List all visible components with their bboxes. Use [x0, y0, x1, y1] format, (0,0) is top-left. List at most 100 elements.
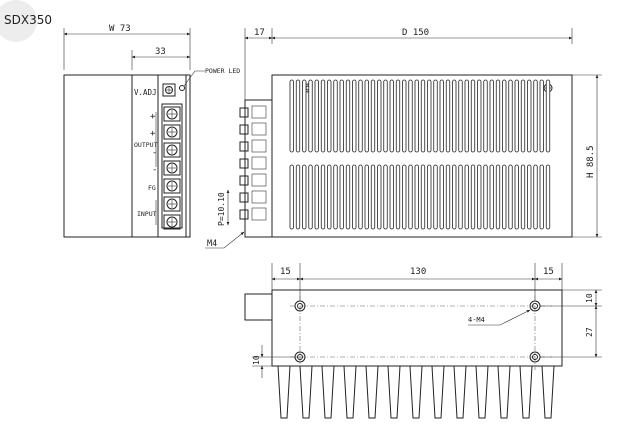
- terminal-screw: [163, 124, 181, 140]
- vent-slot: [402, 164, 407, 230]
- side-view: 17 D 150 H 88.5 P=10.10 M4: [205, 28, 602, 249]
- vent-slot: [295, 164, 301, 230]
- pitch-label: P=10.10: [217, 192, 226, 226]
- vent-slot: [470, 79, 476, 153]
- vent-slot: [314, 164, 319, 230]
- vent-slot: [445, 79, 451, 153]
- bottom-view: 15 130 15 4-M4 10 27 10: [244, 263, 602, 419]
- heatsink-fin: [343, 365, 357, 419]
- vent-slot: [302, 79, 307, 153]
- vent-slot: [520, 79, 526, 153]
- heatsink-fin: [453, 365, 467, 419]
- vent-slot: [445, 164, 451, 230]
- output-label: OUTPUT: [134, 141, 158, 149]
- vent-slot: [320, 164, 326, 230]
- vent-slot: [414, 164, 419, 230]
- vent-slot: [327, 164, 332, 230]
- heatsink-fin: [277, 365, 291, 419]
- terminal-screw: [163, 160, 181, 176]
- input-label: INPUT: [137, 210, 157, 218]
- vent-slot: [395, 79, 401, 153]
- vent-slot: [458, 79, 463, 153]
- vent-slot: [308, 164, 313, 230]
- side-terminal: [239, 107, 249, 118]
- vent-slot: [520, 164, 526, 230]
- vent-slot: [302, 164, 307, 230]
- bottom-plate-outline: [271, 289, 563, 367]
- heatsink-fin: [321, 365, 335, 419]
- terminal-screw: [163, 178, 181, 194]
- vent-slot: [452, 79, 457, 153]
- model-badge: [0, 0, 37, 42]
- vent-slot: [502, 164, 507, 230]
- heatsink-fin: [497, 365, 511, 419]
- vent-slot: [420, 164, 426, 230]
- vertical-spacing-label: 27: [585, 327, 594, 337]
- vent-slot: [289, 79, 294, 153]
- vent-slot: [508, 164, 513, 230]
- vent-slot: [439, 79, 444, 153]
- bottom-left-margin-label: 15: [280, 267, 291, 277]
- vent-slot: [377, 79, 382, 153]
- terminal-screw: [163, 196, 181, 212]
- heatsink-fin: [299, 365, 313, 419]
- vent-slot: [358, 164, 363, 230]
- mounting-holes: [294, 300, 541, 363]
- vent-slot: [314, 79, 319, 153]
- vent-slot: [527, 79, 532, 153]
- terminal-screw: [163, 142, 181, 158]
- vent-slot: [339, 79, 344, 153]
- top-offset-label: 10: [585, 293, 594, 303]
- fg-label: FG: [148, 184, 156, 192]
- vent-slot: [464, 164, 469, 230]
- vent-slot: [389, 79, 394, 153]
- vent-slot: [352, 79, 357, 153]
- bottom-terminal-stub: [244, 293, 273, 321]
- side-terminal: [239, 192, 249, 203]
- vent-slot: [545, 164, 551, 230]
- terminal-screw: [163, 214, 181, 230]
- heatsink-fin: [431, 365, 445, 419]
- vent-slot: [364, 79, 369, 153]
- hole-spacing-label: 130: [410, 267, 426, 277]
- vent-slot: [414, 79, 419, 153]
- vent-slot: [339, 164, 344, 230]
- vent-slot: [433, 164, 438, 230]
- vent-slot: [508, 79, 513, 153]
- model-title: SDX350: [4, 13, 52, 27]
- front-body-outline: [63, 74, 191, 238]
- hole-label: 4-M4: [468, 316, 485, 324]
- vent-slot: [527, 164, 532, 230]
- side-terminal: [239, 209, 249, 220]
- vent-slot: [377, 164, 382, 230]
- vent-slot: [477, 79, 482, 153]
- vent-slot: [352, 164, 357, 230]
- output-minus-2: -: [152, 165, 157, 175]
- terminal-width-label: 33: [155, 47, 166, 57]
- vent-slot: [383, 164, 388, 230]
- output-minus-1: -: [152, 148, 157, 158]
- vent-slot: [489, 164, 494, 230]
- side-terminal: [239, 158, 249, 169]
- heatsink-fin: [519, 365, 533, 419]
- power-led-icon: [179, 85, 185, 91]
- heatsink-fin: [541, 365, 555, 419]
- vent-slot: [433, 79, 438, 153]
- heatsink-fin: [365, 365, 379, 419]
- vent-slot: [514, 164, 519, 230]
- left-offset-label: 10: [252, 355, 261, 365]
- vent-slot: [483, 164, 488, 230]
- vent-slot: [370, 164, 376, 230]
- vent-slot: [502, 79, 507, 153]
- side-terminal: [239, 124, 249, 135]
- vent-slot: [383, 79, 388, 153]
- vent-slot: [427, 164, 432, 230]
- heatsink-fin: [475, 365, 489, 419]
- vent-slot: [289, 164, 294, 230]
- vent-slot: [533, 164, 538, 230]
- vent-slot: [345, 164, 351, 230]
- vent-slot: [464, 79, 469, 153]
- vent-slot: [489, 79, 494, 153]
- vent-slot: [320, 79, 326, 153]
